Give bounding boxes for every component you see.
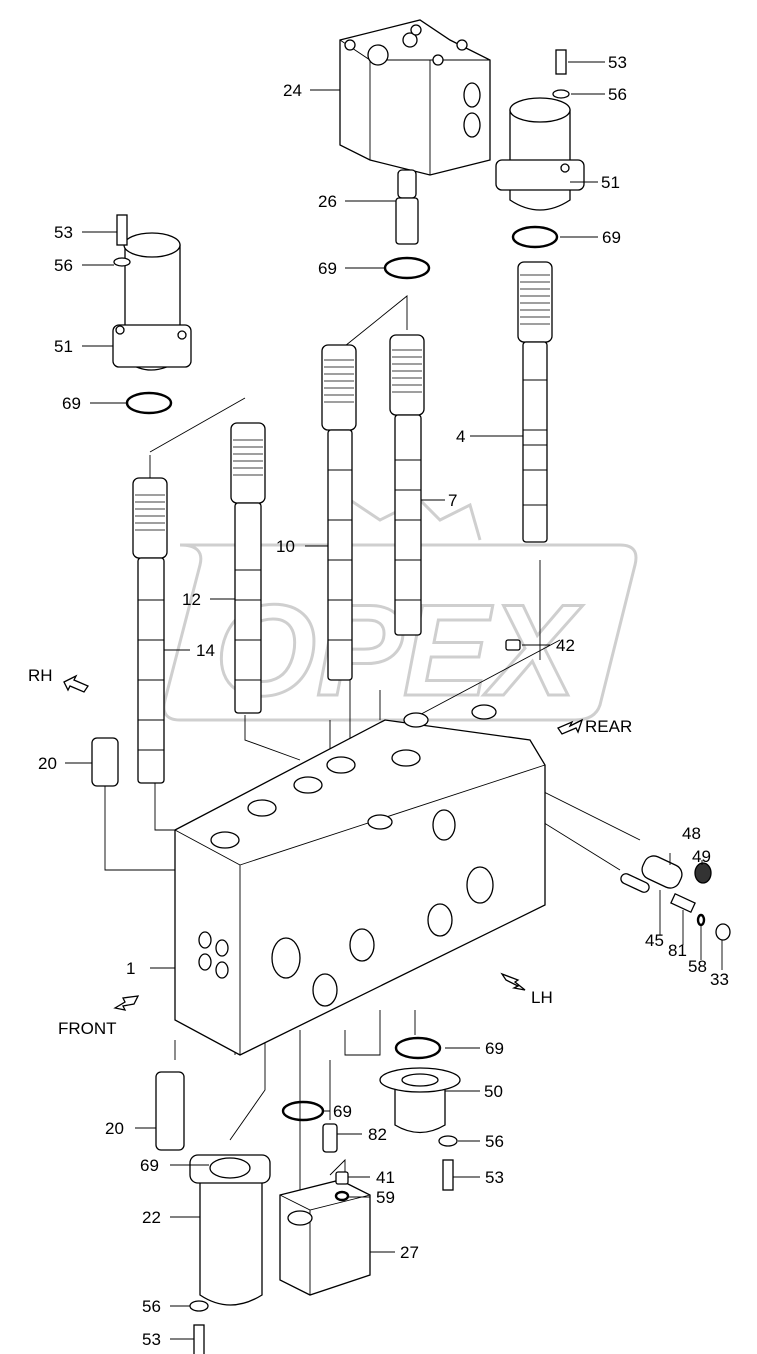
part-20-sleeve-upper xyxy=(91,737,119,787)
label-56: 56 xyxy=(54,256,73,275)
label-12: 12 xyxy=(182,590,201,609)
spool-12 xyxy=(230,422,266,714)
label-20: 20 xyxy=(38,754,57,773)
label-rear: REAR xyxy=(585,717,632,736)
label-53: 53 xyxy=(54,223,73,242)
label-82: 82 xyxy=(368,1125,387,1144)
label-69: 69 xyxy=(333,1102,352,1121)
label-22: 22 xyxy=(142,1208,161,1227)
part-27-block xyxy=(279,1179,371,1296)
part-26-plunger xyxy=(395,169,419,245)
label-49: 49 xyxy=(692,847,711,866)
label-51: 51 xyxy=(601,173,620,192)
arrow-front-icon xyxy=(113,995,140,1011)
part-24-cover-block xyxy=(339,19,491,176)
label-front: FRONT xyxy=(58,1019,117,1038)
label-53: 53 xyxy=(608,53,627,72)
label-1: 1 xyxy=(126,959,135,978)
label-27: 27 xyxy=(400,1243,419,1262)
label-69: 69 xyxy=(62,394,81,413)
part-51-cap-left xyxy=(112,232,192,371)
direction-arrows xyxy=(63,674,584,1011)
label-69: 69 xyxy=(318,259,337,278)
label-45: 45 xyxy=(645,931,664,950)
label-51: 51 xyxy=(54,337,73,356)
parts-48-45-49-81-58-33 xyxy=(620,855,731,941)
label-58: 58 xyxy=(688,957,707,976)
label-53: 53 xyxy=(142,1330,161,1349)
arrow-rear-icon xyxy=(557,718,584,735)
label-69: 69 xyxy=(140,1156,159,1175)
bolts-and-washers xyxy=(113,49,570,1354)
label-14: 14 xyxy=(196,641,215,660)
label-81: 81 xyxy=(668,941,687,960)
label-69: 69 xyxy=(602,228,621,247)
label-48: 48 xyxy=(682,824,701,843)
label-69: 69 xyxy=(485,1039,504,1058)
label-33: 33 xyxy=(710,970,729,989)
label-7: 7 xyxy=(448,491,457,510)
label-lh: LH xyxy=(531,988,553,1007)
part-50-cap xyxy=(379,1067,461,1134)
part-1-valve-body xyxy=(174,704,546,1056)
label-20: 20 xyxy=(105,1119,124,1138)
label-50: 50 xyxy=(484,1082,503,1101)
label-24: 24 xyxy=(283,81,302,100)
spool-7 xyxy=(389,334,425,636)
parts-82-41-59 xyxy=(322,1123,350,1202)
label-leaders xyxy=(65,61,723,1340)
arrow-lh-icon xyxy=(500,972,526,991)
label-59: 59 xyxy=(376,1188,395,1207)
spool-14 xyxy=(132,477,168,784)
part-labels: 53 56 24 51 26 69 53 56 69 51 69 4 7 10 … xyxy=(28,53,729,1349)
label-4: 4 xyxy=(456,427,465,446)
label-56: 56 xyxy=(142,1297,161,1316)
label-42: 42 xyxy=(556,636,575,655)
label-26: 26 xyxy=(318,192,337,211)
spool-4 xyxy=(517,261,553,543)
part-22-cap xyxy=(189,1154,271,1306)
label-10: 10 xyxy=(276,537,295,556)
arrow-rh-icon xyxy=(63,674,89,693)
part-20-sleeve-lower xyxy=(155,1071,185,1151)
label-rh: RH xyxy=(28,666,53,685)
label-41: 41 xyxy=(376,1168,395,1187)
label-53: 53 xyxy=(485,1168,504,1187)
label-56: 56 xyxy=(485,1132,504,1151)
label-56: 56 xyxy=(608,85,627,104)
part-42-plug xyxy=(505,639,521,651)
part-51-cap-right xyxy=(495,97,585,211)
spool-10 xyxy=(321,344,357,681)
spools xyxy=(132,261,553,784)
